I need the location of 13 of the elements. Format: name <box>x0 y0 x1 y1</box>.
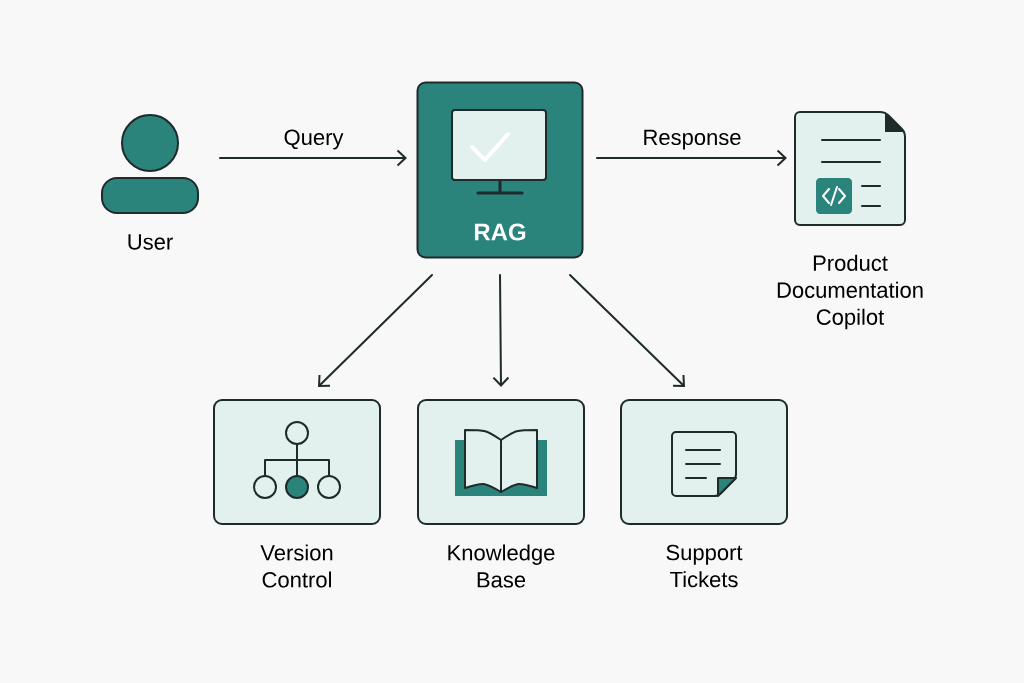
arrow <box>219 149 407 167</box>
edge-label: Response <box>644 129 741 150</box>
node-label: User <box>128 234 173 250</box>
node-label: Product Documentation Copilot <box>777 254 923 330</box>
edge-label: Query <box>284 129 344 150</box>
node-label: Support Tickets <box>666 544 743 588</box>
arrow <box>569 274 685 387</box>
node-label: Knowledge Base <box>448 544 555 588</box>
node-label: Version Control <box>260 544 333 588</box>
arrow <box>492 274 510 387</box>
arrow <box>596 149 787 167</box>
rag-box: RAG <box>416 81 584 259</box>
arrow <box>318 274 433 387</box>
